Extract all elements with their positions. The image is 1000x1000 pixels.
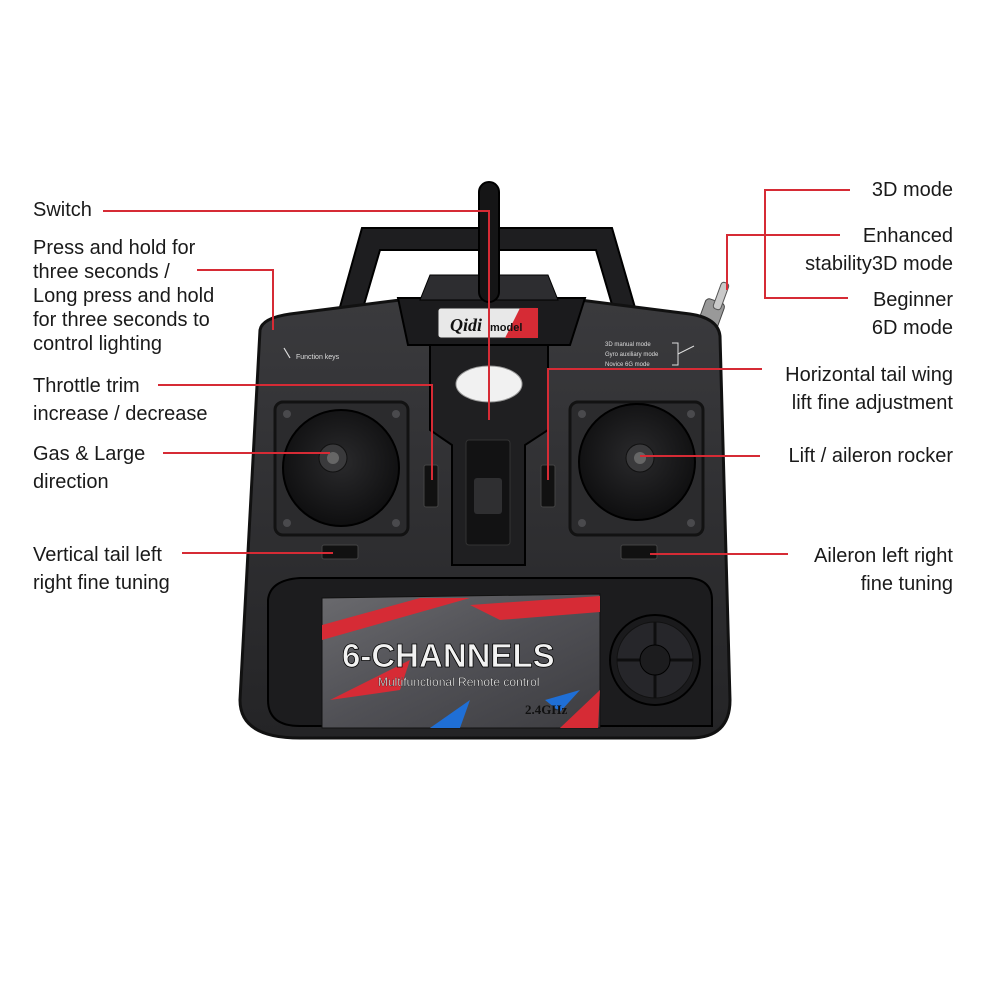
decal-panel: 6-CHANNELS Multifunctional Remote contro… xyxy=(321,593,601,729)
frequency-label: 2.4GHz xyxy=(525,702,567,717)
aileron-trim-button xyxy=(620,544,658,560)
svg-text:3D manual mode: 3D manual mode xyxy=(605,342,651,348)
direction-pad xyxy=(609,614,701,706)
svg-text:Gyro auxiliary mode: Gyro auxiliary mode xyxy=(605,352,659,358)
right-gimbal xyxy=(568,400,705,537)
callout-gas-direction: Gas & Large direction xyxy=(33,443,146,493)
callout-horizontal-tail: Horizontal tail wing lift fine adjustmen… xyxy=(785,364,953,414)
callout-beginner: Beginner 6D mode xyxy=(871,289,953,339)
callout-enhanced: Enhanced stability3D mode xyxy=(805,225,953,275)
panel-subtitle: Multifunctional Remote control xyxy=(378,675,539,689)
callout-aileron-tuning: Aileron left right fine tuning xyxy=(814,545,953,595)
callout-press-hold: Press and hold for three seconds / Long … xyxy=(33,237,215,355)
left-gimbal xyxy=(273,400,410,537)
callout-mode-3d: 3D mode xyxy=(871,179,953,201)
panel-title: 6-CHANNELS xyxy=(342,637,555,674)
callout-switch: Switch xyxy=(33,199,92,221)
callout-vertical-tail: Vertical tail left right fine tuning xyxy=(33,544,170,594)
svg-text:Novice 6G mode: Novice 6G mode xyxy=(605,362,650,368)
mode-labels: 3D manual mode Gyro auxiliary mode Novic… xyxy=(605,342,695,368)
callout-lift-aileron: Lift / aileron rocker xyxy=(788,445,953,467)
function-keys-label: Function keys xyxy=(296,354,340,361)
svg-text:model: model xyxy=(490,322,522,334)
power-switch xyxy=(474,478,502,514)
callout-leader-lines xyxy=(103,189,850,555)
svg-text:Qidi: Qidi xyxy=(450,315,482,335)
callout-throttle-trim: Throttle trim increase / decrease xyxy=(33,375,208,425)
